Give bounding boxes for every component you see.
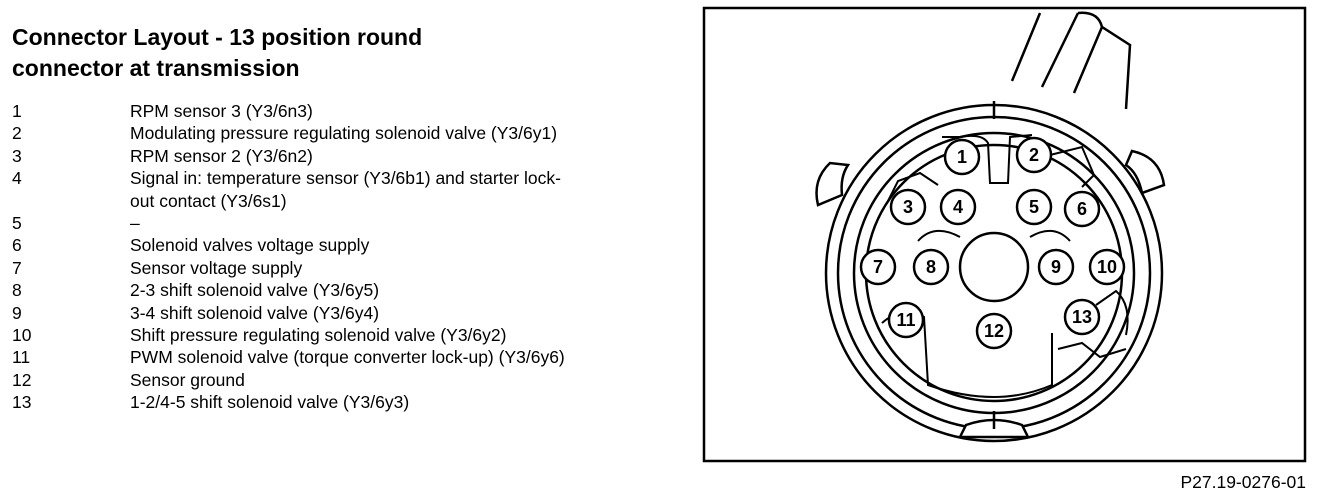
pin-description: PWM solenoid valve (torque converter loc… — [130, 347, 565, 368]
diagram-frame — [702, 6, 1307, 463]
pin-number: 6 — [12, 235, 22, 256]
title-line-2: connector at transmission — [12, 55, 300, 81]
pin-number: 10 — [12, 325, 32, 346]
pin-label: 7 — [873, 257, 883, 277]
pin-description: Shift pressure regulating solenoid valve… — [130, 325, 507, 346]
pin-row: 2 Modulating pressure regulating solenoid… — [12, 122, 692, 144]
pin-number: 8 — [12, 280, 22, 301]
pin-row: 7 Sensor voltage supply — [12, 257, 692, 279]
wire-harness — [1010, 11, 1132, 110]
pin-3: 3 — [889, 188, 927, 226]
pin-5: 5 — [1015, 188, 1053, 226]
pin-description: Modulating pressure regulating solenoid … — [130, 123, 558, 144]
pin-number: 3 — [12, 145, 22, 166]
pin-list: 1 RPM sensor 3 (Y3/6n3) 2 Modulating press… — [12, 100, 692, 414]
pin-13: 13 — [1063, 298, 1101, 336]
pin-description: RPM sensor 3 (Y3/6n3) — [130, 101, 313, 121]
pin-label: 11 — [896, 310, 915, 330]
pin-row: 12 Sensor ground — [12, 369, 692, 391]
pin-description: Sensor voltage supply — [130, 257, 303, 278]
pin-label: 5 — [1029, 197, 1039, 217]
center-cavity — [958, 231, 1030, 303]
pin-9: 9 — [1037, 248, 1075, 286]
pin-6: 6 — [1063, 190, 1101, 228]
pin-row: 13 1-2/4-5 shift solenoid valve (Y3/6y3) — [12, 391, 692, 413]
title-line-1: Connector Layout - 13 position round — [12, 24, 423, 50]
page-title: Connector Layout - 13 position round con… — [12, 22, 422, 84]
pin-number: 2 — [12, 123, 22, 144]
pin-number: 7 — [12, 257, 22, 278]
pin-description: Solenoid valves voltage supply — [130, 235, 370, 256]
pin-description: 2-3 shift solenoid valve (Y3/6y5) — [130, 280, 380, 301]
pin-7: 7 — [859, 248, 897, 286]
pin-label: 6 — [1077, 199, 1087, 219]
pin-label: 10 — [1097, 257, 1117, 277]
pin-label: 1 — [957, 147, 967, 167]
pin-number: 13 — [12, 392, 32, 413]
pin-row: 6 Solenoid valves voltage supply — [12, 234, 692, 256]
pin-row: 10 Shift pressure regulating solenoid val… — [12, 324, 692, 346]
pin-label: 13 — [1072, 307, 1092, 327]
pin-row: 1 RPM sensor 3 (Y3/6n3) — [12, 100, 692, 122]
pin-label: 3 — [903, 197, 913, 217]
pin-label: 2 — [1029, 145, 1039, 165]
pin-number: 12 — [12, 369, 32, 390]
pin-description: 1-2/4-5 shift solenoid valve (Y3/6y3) — [130, 392, 410, 413]
pin-row: 9 3-4 shift solenoid valve (Y3/6y4) — [12, 302, 692, 324]
pin-label: 12 — [984, 321, 1004, 341]
pin-description: Signal in: temperature sensor (Y3/6b1) a… — [130, 168, 561, 211]
pin-number: 9 — [12, 302, 22, 323]
pin-description: – — [130, 213, 140, 234]
pin-number: 11 — [12, 347, 31, 368]
pin-1: 1 — [943, 138, 981, 176]
pin-description: RPM sensor 2 (Y3/6n2) — [130, 145, 313, 166]
pin-number: 4 — [12, 168, 22, 189]
pin-10: 10 — [1088, 248, 1126, 286]
pin-12: 12 — [975, 312, 1013, 350]
pin-8: 8 — [912, 248, 950, 286]
pin-label: 9 — [1051, 257, 1061, 277]
pin-2: 2 — [1015, 136, 1053, 174]
connector-diagram: 1 2 3 4 5 6 7 8 9 10 11 12 — [702, 6, 1307, 463]
pin-row: 3 RPM sensor 2 (Y3/6n2) — [12, 145, 692, 167]
pin-number: 5 — [12, 213, 22, 234]
pin-description: 3-4 shift solenoid valve (Y3/6y4) — [130, 302, 380, 323]
figure-code: P27.19-0276-01 — [1180, 472, 1306, 492]
pin-label: 8 — [926, 257, 936, 277]
pin-label: 4 — [953, 197, 963, 217]
side-latches — [815, 149, 1166, 439]
pin-row: 5– — [12, 212, 692, 234]
pin-row: 8 2-3 shift solenoid valve (Y3/6y5) — [12, 279, 692, 301]
pin-row: 11 PWM solenoid valve (torque converter l… — [12, 346, 692, 368]
pin-row: 4 Signal in: temperature sensor (Y3/6b1) … — [12, 167, 692, 212]
pin-11: 11 — [887, 301, 925, 339]
pin-description: Sensor ground — [130, 369, 245, 390]
pin-4: 4 — [939, 188, 977, 226]
pin-number: 1 — [12, 101, 22, 121]
